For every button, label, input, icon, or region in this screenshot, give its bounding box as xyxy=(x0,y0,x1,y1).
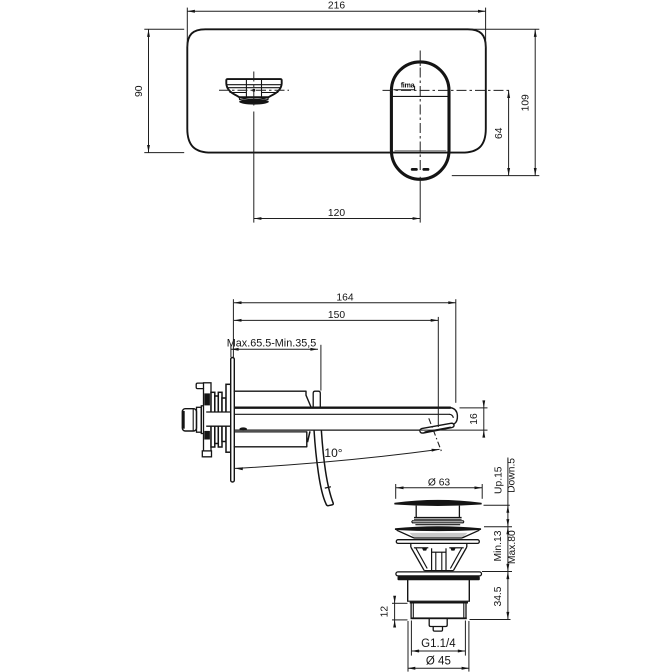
svg-text:Down.5: Down.5 xyxy=(507,458,518,493)
svg-text:109: 109 xyxy=(520,94,531,111)
svg-text:Up.15: Up.15 xyxy=(493,466,504,494)
svg-text:Min.13: Min.13 xyxy=(493,530,504,561)
svg-text:164: 164 xyxy=(336,292,353,303)
svg-text:12: 12 xyxy=(380,606,391,618)
svg-text:64: 64 xyxy=(494,127,505,139)
svg-text:Max.80: Max.80 xyxy=(507,530,518,564)
svg-text:90: 90 xyxy=(134,85,145,97)
svg-text:Ø 63: Ø 63 xyxy=(428,477,451,488)
svg-text:16: 16 xyxy=(469,413,480,425)
svg-text:120: 120 xyxy=(328,208,345,219)
svg-text:150: 150 xyxy=(328,310,345,321)
svg-text:fima: fima xyxy=(401,81,416,90)
svg-text:34.5: 34.5 xyxy=(493,586,504,606)
svg-text:Ø 45: Ø 45 xyxy=(426,656,451,668)
svg-text:Max.65.5-Min.35,5: Max.65.5-Min.35,5 xyxy=(227,338,316,350)
svg-text:G1.1/4: G1.1/4 xyxy=(421,638,456,650)
svg-text:216: 216 xyxy=(328,1,345,12)
svg-text:10°: 10° xyxy=(324,446,342,460)
